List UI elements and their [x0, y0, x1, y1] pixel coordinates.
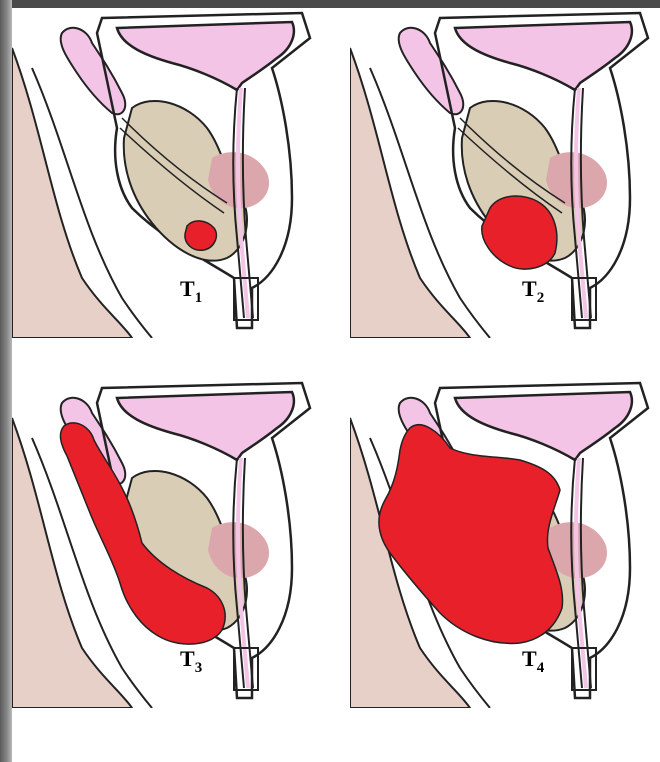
- tumor-t2: [482, 196, 557, 269]
- stage-label-t3: T3: [180, 646, 202, 677]
- panel-t1: T1: [12, 8, 312, 338]
- stage-label-t4: T4: [522, 646, 544, 677]
- prostate-diagram-t2: [350, 8, 650, 338]
- panel-t2: T2: [350, 8, 650, 338]
- panel-t3: T3: [12, 378, 312, 708]
- stage-label-t1: T1: [180, 276, 202, 307]
- prostate-diagram-t3: [12, 378, 312, 708]
- seminal-vesicle: [61, 28, 126, 115]
- stage-label-t2: T2: [522, 276, 544, 307]
- bladder: [117, 22, 294, 90]
- top-frame-bar: [0, 0, 660, 8]
- prostate-diagram-t4: [350, 378, 650, 708]
- panel-t4: T4: [350, 378, 650, 708]
- prostate-diagram-t1: [12, 8, 312, 338]
- tumor-t1: [185, 221, 216, 250]
- left-frame-bar: [0, 0, 12, 762]
